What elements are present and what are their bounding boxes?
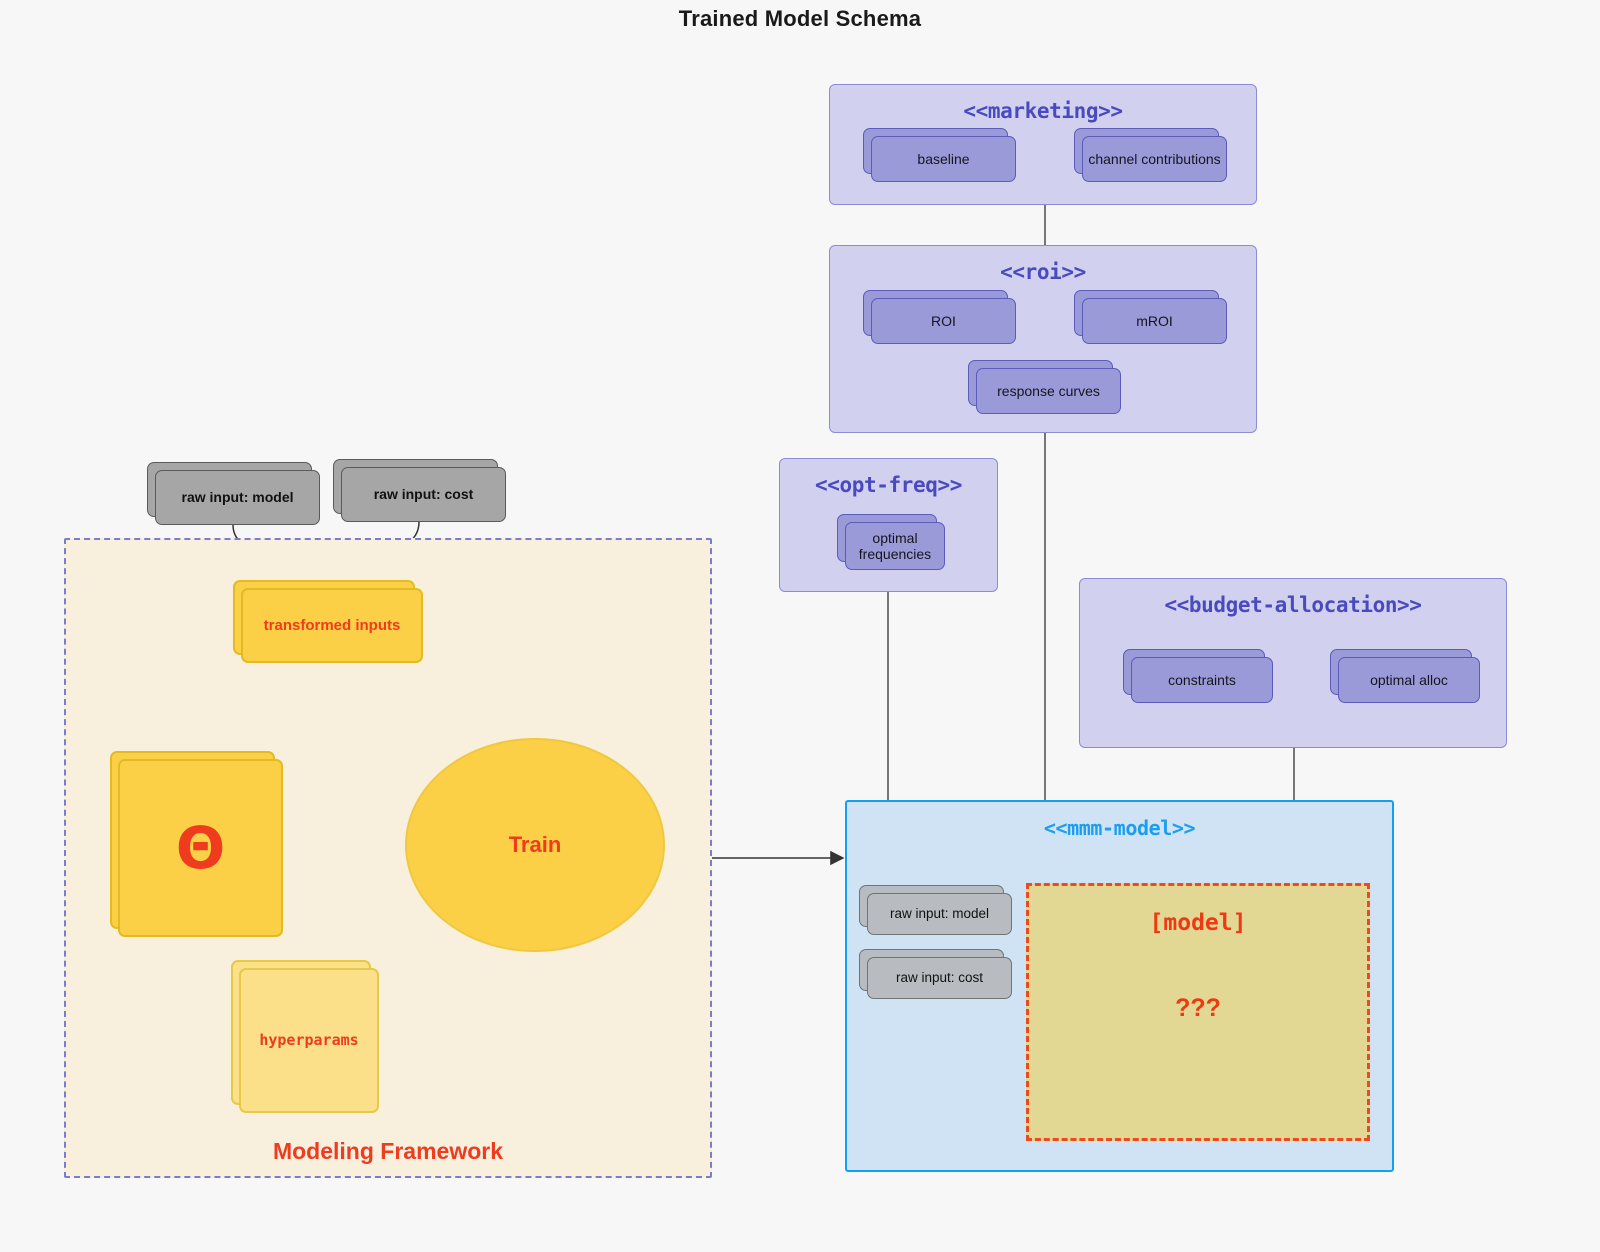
- node-theta[interactable]: Θ: [110, 751, 283, 937]
- page-title: Trained Model Schema: [678, 6, 922, 31]
- node-channel-contributions-label: channel contributions: [1082, 136, 1227, 182]
- node-response-curves[interactable]: response curves: [968, 360, 1121, 414]
- package-roi-title: <<roi>>: [1000, 260, 1086, 284]
- node-mmm-raw-input-model[interactable]: raw input: model: [859, 885, 1012, 935]
- node-raw-input-model-label: raw input: model: [155, 470, 320, 525]
- model-placeholder-question: ???: [1175, 994, 1221, 1022]
- node-mroi-label: mROI: [1082, 298, 1227, 344]
- node-hyperparams[interactable]: hyperparams: [231, 960, 379, 1113]
- node-baseline-label: baseline: [871, 136, 1016, 182]
- node-raw-input-cost-label: raw input: cost: [341, 467, 506, 522]
- modeling-framework-label: Modeling Framework: [272, 1138, 504, 1164]
- package-marketing-title: <<marketing>>: [963, 99, 1123, 123]
- node-raw-input-cost[interactable]: raw input: cost: [333, 459, 506, 522]
- node-mmm-raw-input-model-label: raw input: model: [867, 893, 1012, 935]
- model-placeholder-box[interactable]: [model] ???: [1026, 883, 1370, 1141]
- node-channel-contributions[interactable]: channel contributions: [1074, 128, 1227, 182]
- node-roi-label: ROI: [871, 298, 1016, 344]
- node-baseline[interactable]: baseline: [863, 128, 1016, 182]
- node-roi[interactable]: ROI: [863, 290, 1016, 344]
- model-placeholder-title: [model]: [1149, 910, 1247, 936]
- package-mmm-model-title: <<mmm-model>>: [1043, 816, 1196, 840]
- node-optimal-alloc[interactable]: optimal alloc: [1330, 649, 1480, 703]
- node-optimal-frequencies[interactable]: optimal frequencies: [837, 514, 945, 570]
- node-optimal-frequencies-label: optimal frequencies: [845, 522, 945, 570]
- node-hyperparams-label: hyperparams: [239, 968, 379, 1113]
- node-response-curves-label: response curves: [976, 368, 1121, 414]
- node-mmm-raw-input-cost-label: raw input: cost: [867, 957, 1012, 999]
- node-raw-input-model[interactable]: raw input: model: [147, 462, 320, 525]
- node-constraints-label: constraints: [1131, 657, 1273, 703]
- theta-symbol: Θ: [175, 814, 226, 882]
- node-theta-card: Θ: [118, 759, 283, 937]
- node-transformed-inputs[interactable]: transformed inputs: [233, 580, 423, 663]
- node-constraints[interactable]: constraints: [1123, 649, 1273, 703]
- node-mmm-raw-input-cost[interactable]: raw input: cost: [859, 949, 1012, 999]
- node-mroi[interactable]: mROI: [1074, 290, 1227, 344]
- node-optimal-alloc-label: optimal alloc: [1338, 657, 1480, 703]
- package-budget-allocation-title: <<budget-allocation>>: [1164, 593, 1422, 617]
- node-transformed-inputs-label: transformed inputs: [241, 588, 423, 663]
- node-train[interactable]: Train: [405, 738, 665, 952]
- package-opt-freq-title: <<opt-freq>>: [815, 473, 962, 497]
